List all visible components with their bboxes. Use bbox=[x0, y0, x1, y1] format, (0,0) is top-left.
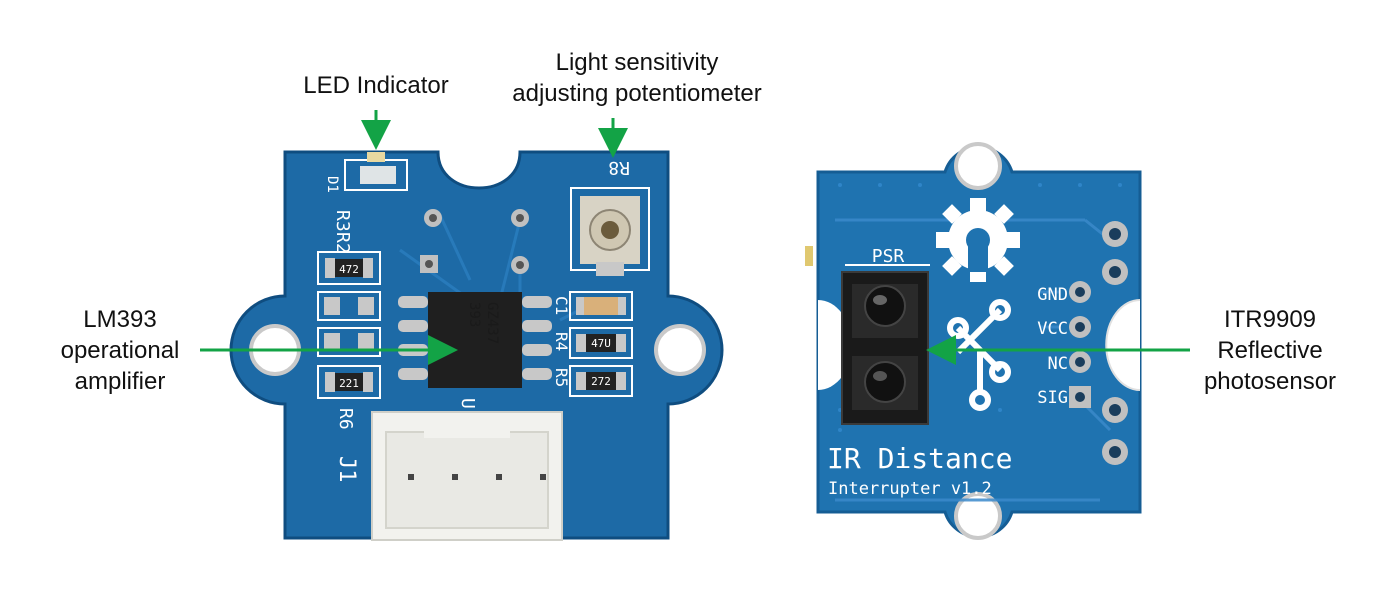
board-title: IR Distance bbox=[827, 442, 1012, 475]
grove-connector-j1 bbox=[371, 411, 563, 541]
designator-r8: R8 bbox=[608, 157, 630, 178]
designator-r5: R5 bbox=[552, 368, 571, 387]
callout-amp-line3: amplifier bbox=[74, 368, 166, 395]
callout-lm393: LM393 operational amplifier bbox=[40, 304, 200, 397]
designator-r4: R4 bbox=[552, 332, 571, 351]
svg-text:272: 272 bbox=[591, 375, 611, 388]
left-vias bbox=[420, 209, 529, 274]
designator-r2: R2 bbox=[332, 232, 353, 254]
svg-text:47U: 47U bbox=[591, 337, 611, 350]
callout-led-text: LED Indicator bbox=[303, 72, 449, 99]
resistor-472: 472 bbox=[317, 251, 381, 285]
designator-d1: D1 bbox=[324, 176, 340, 193]
svg-text:472: 472 bbox=[339, 263, 359, 276]
pin-holes bbox=[1069, 221, 1128, 465]
designator-r3: R3 bbox=[332, 210, 353, 232]
callout-potentiometer: Light sensitivity adjusting potentiomete… bbox=[486, 47, 788, 109]
network-logo-icon bbox=[947, 299, 1011, 411]
left-mount-hole-right bbox=[654, 324, 706, 376]
board-subtitle: Interrupter v1.2 bbox=[828, 479, 992, 499]
callout-pot-line1: Light sensitivity bbox=[555, 49, 719, 76]
callout-arrows bbox=[200, 110, 1190, 365]
pin-label-sig: SIG bbox=[1037, 388, 1068, 408]
led-d1 bbox=[344, 152, 408, 191]
right-board: PSR GND VCC NC SIG IR Distance bbox=[805, 142, 1142, 540]
callout-amp-line2: operational bbox=[60, 337, 180, 364]
svg-text:221: 221 bbox=[339, 377, 359, 390]
callout-sensor-line1: ITR9909 bbox=[1223, 306, 1317, 333]
passives-right: 47U 272 bbox=[569, 291, 633, 397]
sensor-label-psr: PSR bbox=[872, 246, 905, 267]
lm393-chip: 393 GZ437 bbox=[398, 292, 552, 388]
pin-label-vcc: VCC bbox=[1037, 319, 1068, 339]
gear-logo-icon bbox=[936, 198, 1020, 282]
resistor-221: 221 bbox=[317, 365, 381, 399]
callout-led-indicator: LED Indicator bbox=[294, 70, 458, 101]
designator-c1: C1 bbox=[552, 296, 571, 315]
itr9909-sensor bbox=[841, 271, 929, 425]
designator-r6: R6 bbox=[335, 408, 356, 430]
passives-left bbox=[317, 291, 381, 357]
callout-sensor-line2: Reflective bbox=[1217, 337, 1323, 364]
pin-label-gnd: GND bbox=[1037, 285, 1068, 305]
pin-label-nc: NC bbox=[1048, 354, 1068, 374]
callout-sensor-line3: photosensor bbox=[1203, 368, 1337, 395]
right-mount-hole-bottom bbox=[954, 492, 1002, 540]
potentiometer-r8 bbox=[570, 187, 650, 276]
callout-itr9909: ITR9909 Reflective photosensor bbox=[1186, 304, 1354, 397]
callout-pot-line2: adjusting potentiometer bbox=[512, 80, 762, 107]
designator-j1: J1 bbox=[334, 456, 359, 483]
right-silk-dots bbox=[838, 183, 1122, 432]
left-board: D1 R3 R2 472 221 R6 bbox=[229, 150, 724, 541]
callout-amp-line1: LM393 bbox=[83, 306, 157, 333]
chip-marking-code: GZ437 bbox=[484, 302, 500, 344]
chip-marking-393: 393 bbox=[466, 302, 482, 327]
right-mount-hole-top bbox=[954, 142, 1002, 190]
